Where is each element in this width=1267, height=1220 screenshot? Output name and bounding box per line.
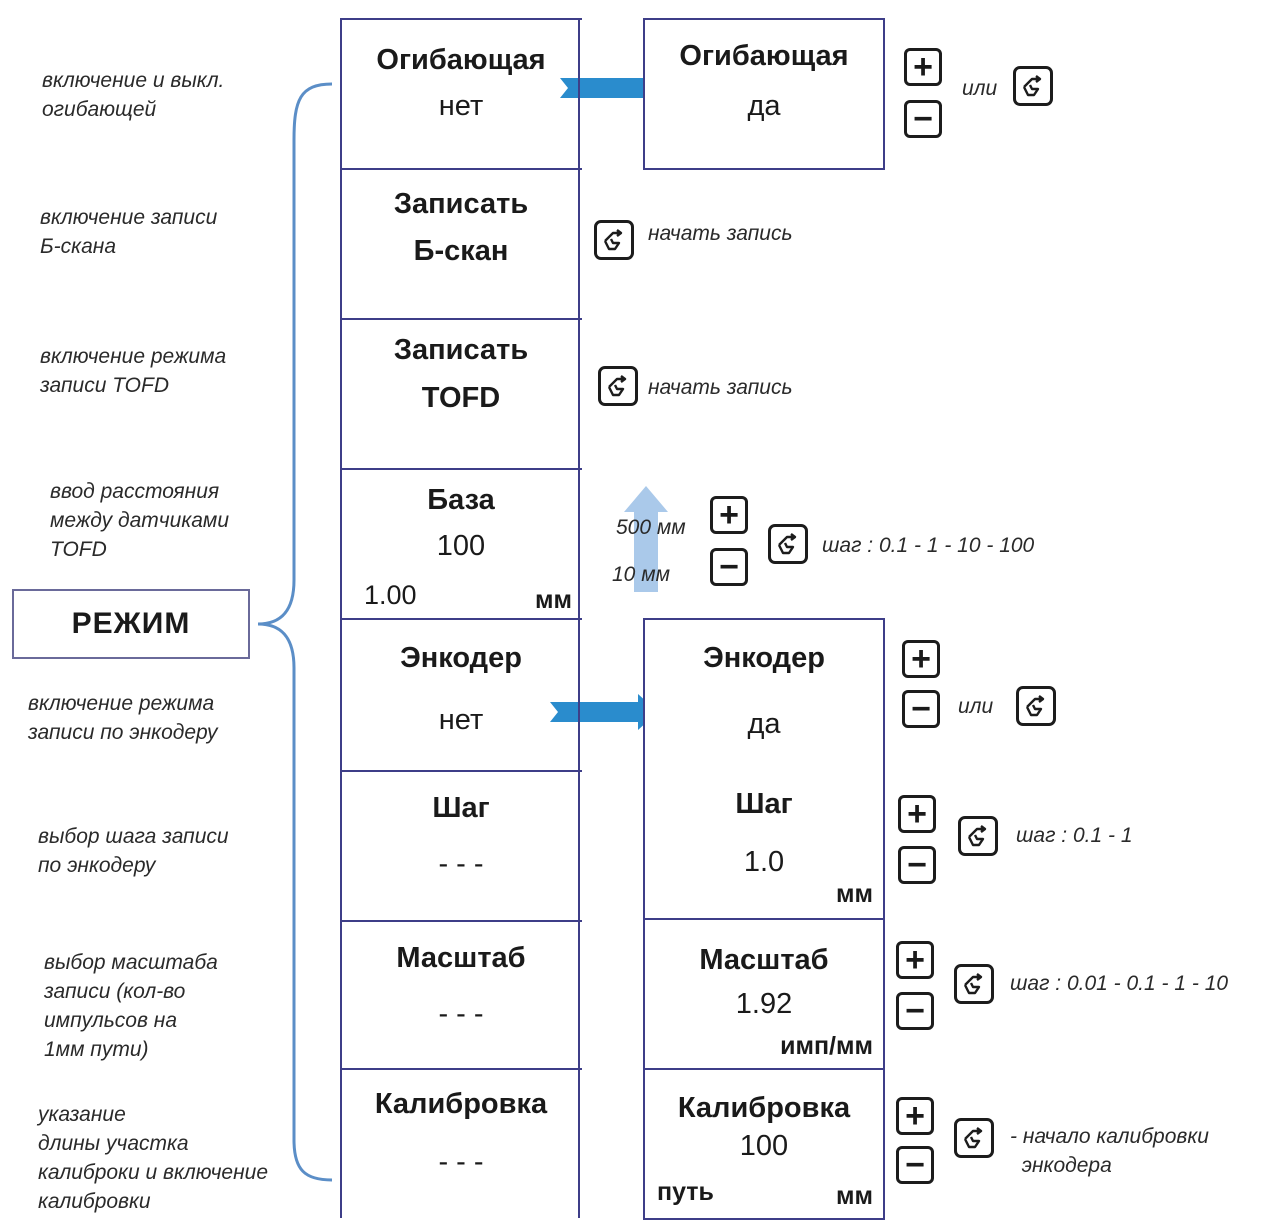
result-calib[interactable]: Калибровка 100 путь мм <box>643 1068 885 1220</box>
enter-key-icon <box>1025 695 1045 717</box>
arrow-envelope <box>560 70 668 106</box>
menu-calib[interactable]: Калибровка - - - <box>340 1068 582 1218</box>
menu-calib-value: - - - <box>438 1146 484 1178</box>
menu-tofd-title2: TOFD <box>421 382 501 414</box>
note-tofd: включение режима записи TOFD <box>40 345 227 397</box>
step-enter-button[interactable] <box>958 816 998 856</box>
mode-label: РЕЖИМ <box>12 589 250 659</box>
menu-step[interactable]: Шаг - - - <box>340 770 582 922</box>
result-scale[interactable]: Масштаб 1.92 имп/мм <box>643 918 885 1070</box>
result-encoder[interactable]: Энкодер да <box>643 618 885 770</box>
menu-column: Огибающая нет Записать Б-скан Записать T… <box>340 18 582 1218</box>
encoder-enter-button[interactable] <box>1016 686 1056 726</box>
calib-enter-button[interactable] <box>954 1118 994 1158</box>
menu-scale-value: - - - <box>438 998 484 1030</box>
menu-base-value: 100 <box>436 530 486 562</box>
calib-minus-button[interactable]: − <box>896 1146 934 1184</box>
scale-plus-button[interactable]: + <box>896 941 934 979</box>
result-scale-title: Масштаб <box>699 944 829 976</box>
enter-key-icon <box>963 1127 983 1149</box>
scale-minus-button[interactable]: − <box>896 992 934 1030</box>
menu-base-title: База <box>427 484 495 516</box>
envelope-minus-button[interactable]: − <box>904 100 942 138</box>
note-step: выбор шага записи по энкодеру <box>38 825 229 877</box>
step-plus-button[interactable]: + <box>898 795 936 833</box>
menu-base-step: 1.00 <box>364 580 417 610</box>
base-step-hint: шаг : 0.1 - 1 - 10 - 100 <box>822 534 1035 557</box>
result-calib-unit: мм <box>836 1182 873 1210</box>
menu-tofd[interactable]: Записать TOFD <box>340 318 582 470</box>
mode-brace <box>257 82 333 1182</box>
result-step[interactable]: Шаг 1.0 мм <box>643 768 885 920</box>
menu-calib-title: Калибровка <box>374 1088 548 1120</box>
menu-encoder-value: нет <box>438 704 484 736</box>
menu-envelope-title: Огибающая <box>376 44 546 76</box>
result-step-unit: мм <box>836 880 873 908</box>
step-step-hint: шаг : 0.1 - 1 <box>1016 824 1133 847</box>
arrow-base-up <box>624 486 668 592</box>
scale-enter-button[interactable] <box>954 964 994 1004</box>
arrow-encoder <box>550 694 658 730</box>
scale-step-hint: шаг : 0.01 - 0.1 - 1 - 10 <box>1010 972 1229 995</box>
menu-scale-title: Масштаб <box>396 942 526 974</box>
base-min-label: 10 мм <box>612 563 670 586</box>
tofd-enter-button[interactable] <box>598 366 638 406</box>
result-step-value: 1.0 <box>743 846 785 878</box>
encoder-plus-button[interactable]: + <box>902 640 940 678</box>
result-encoder-title: Энкодер <box>703 642 825 674</box>
base-enter-button[interactable] <box>768 524 808 564</box>
result-calib-left: путь <box>657 1178 714 1206</box>
menu-step-title: Шаг <box>432 792 490 824</box>
note-calib: указание длины участка калиброки и включ… <box>38 1103 269 1213</box>
menu-step-value: - - - <box>438 848 484 880</box>
enter-key-icon <box>1022 75 1042 97</box>
encoder-or-text: или <box>958 695 994 718</box>
step-minus-button[interactable]: − <box>898 846 936 884</box>
enter-key-icon <box>777 533 797 555</box>
bscan-enter-button[interactable] <box>594 220 634 260</box>
menu-envelope-value: нет <box>438 90 484 122</box>
note-bscan: включение записи Б-скана <box>40 206 218 258</box>
menu-bscan-title1: Записать <box>393 188 529 220</box>
bscan-start-hint: начать запись <box>648 222 793 245</box>
menu-bscan[interactable]: Записать Б-скан <box>340 168 582 320</box>
envelope-enter-button[interactable] <box>1013 66 1053 106</box>
menu-encoder-title: Энкодер <box>400 642 522 674</box>
calib-hint: - начало калибровки энкодера <box>1010 1125 1209 1177</box>
base-max-label: 500 мм <box>616 516 686 539</box>
result-step-title: Шаг <box>735 788 793 820</box>
encoder-minus-button[interactable]: − <box>902 690 940 728</box>
note-envelope: включение и выкл. огибающей <box>42 69 225 121</box>
result-envelope[interactable]: Огибающая да <box>643 18 885 170</box>
envelope-or-text: или <box>962 77 998 100</box>
note-base: ввод расстояния между датчиками TOFD <box>50 480 229 561</box>
note-scale: выбор масштаба записи (кол-во импульсов … <box>44 951 218 1061</box>
result-calib-value: 100 <box>739 1130 789 1162</box>
result-scale-value: 1.92 <box>735 988 793 1020</box>
base-minus-button[interactable]: − <box>710 548 748 586</box>
menu-envelope[interactable]: Огибающая нет <box>340 18 582 170</box>
result-calib-title: Калибровка <box>677 1092 851 1124</box>
result-envelope-title: Огибающая <box>679 40 849 72</box>
tofd-start-hint: начать запись <box>648 376 793 399</box>
menu-bscan-title2: Б-скан <box>413 235 509 267</box>
menu-base[interactable]: База 100 1.00 мм <box>340 468 582 620</box>
result-encoder-value: да <box>747 708 781 740</box>
base-plus-button[interactable]: + <box>710 496 748 534</box>
result-envelope-value: да <box>747 90 781 122</box>
enter-key-icon <box>967 825 987 847</box>
enter-key-icon <box>607 375 627 397</box>
result-scale-unit: имп/мм <box>780 1032 873 1060</box>
enter-key-icon <box>603 229 623 251</box>
note-encoder: включение режима записи по энкодеру <box>28 692 218 744</box>
menu-tofd-title1: Записать <box>393 334 529 366</box>
menu-encoder[interactable]: Энкодер нет <box>340 618 582 770</box>
calib-plus-button[interactable]: + <box>896 1097 934 1135</box>
enter-key-icon <box>963 973 983 995</box>
menu-base-unit: мм <box>535 586 572 614</box>
menu-scale[interactable]: Масштаб - - - <box>340 920 582 1070</box>
envelope-plus-button[interactable]: + <box>904 48 942 86</box>
